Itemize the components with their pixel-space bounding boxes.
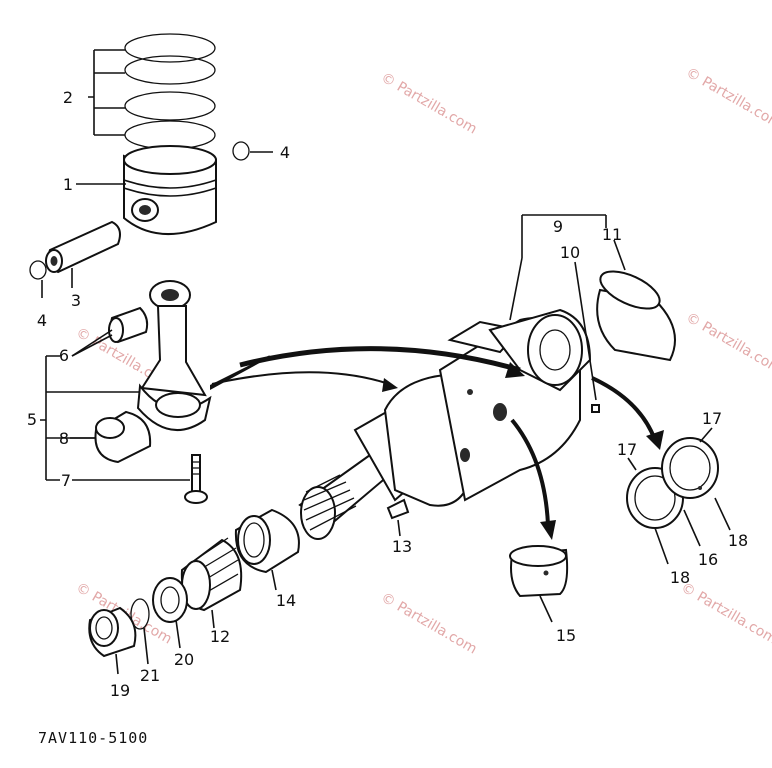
callout-19: 19	[110, 681, 130, 700]
callout-13: 13	[392, 537, 412, 556]
callout-21: 21	[140, 666, 160, 685]
watermark: © Partzilla.com	[378, 590, 480, 658]
leader-lines	[40, 49, 731, 675]
callout-6: 6	[59, 346, 69, 365]
callout-5: 5	[27, 410, 37, 429]
callout-4-upper: 4	[280, 143, 290, 162]
thrust-washer	[152, 577, 188, 623]
callout-14: 14	[276, 591, 296, 610]
watermark: © Partzilla.com	[678, 580, 772, 648]
callout-7: 7	[61, 471, 71, 490]
callout-2: 2	[63, 88, 73, 107]
callout-20: 20	[174, 650, 194, 669]
watermark: © Partzilla.com	[683, 65, 772, 133]
callout-9: 9	[553, 217, 563, 236]
drive-gear	[180, 537, 243, 612]
callout-8: 8	[59, 429, 69, 448]
callout-17-lower: 17	[617, 440, 637, 459]
piston	[123, 145, 217, 236]
watermark: © Partzilla.com	[683, 310, 772, 378]
callout-12: 12	[210, 627, 230, 646]
callout-18-lower: 18	[670, 568, 690, 587]
woodruff-key	[386, 498, 410, 520]
callout-17-upper: 17	[702, 409, 722, 428]
callout-4-lower: 4	[37, 311, 47, 330]
callout-16: 16	[698, 550, 718, 569]
main-bearing-rear	[596, 270, 676, 362]
connecting-rod	[136, 280, 212, 432]
diagram-code: 7AV110-5100	[38, 729, 148, 747]
callout-1: 1	[63, 175, 73, 194]
callout-18-right: 18	[728, 531, 748, 550]
assembly-arrows	[210, 346, 664, 540]
rod-bolt	[184, 454, 208, 504]
piston-pin	[45, 220, 121, 274]
thrust-washer-bore	[160, 586, 180, 614]
big-end-bearing	[94, 410, 152, 464]
bearing-sleeve	[234, 508, 300, 574]
crankshaft	[298, 308, 592, 540]
collar	[88, 606, 137, 658]
callout-15: 15	[556, 626, 576, 645]
shaft-circlip	[130, 598, 150, 630]
locating-pin	[591, 404, 600, 413]
callout-3: 3	[71, 291, 81, 310]
piston-rings	[124, 33, 216, 150]
main-bearing-set	[626, 437, 719, 529]
callout-10: 10	[560, 243, 580, 262]
watermark: © Partzilla.com	[378, 70, 480, 138]
circlip	[29, 260, 47, 280]
callout-11: 11	[602, 225, 622, 244]
circlip	[232, 141, 250, 161]
callout-labels: 2 1 4 4 3 6 5 8 7 9 10 11 13 14 12 15 16…	[27, 88, 748, 700]
small-end-bushing	[108, 306, 149, 344]
center-bearing	[509, 545, 569, 598]
